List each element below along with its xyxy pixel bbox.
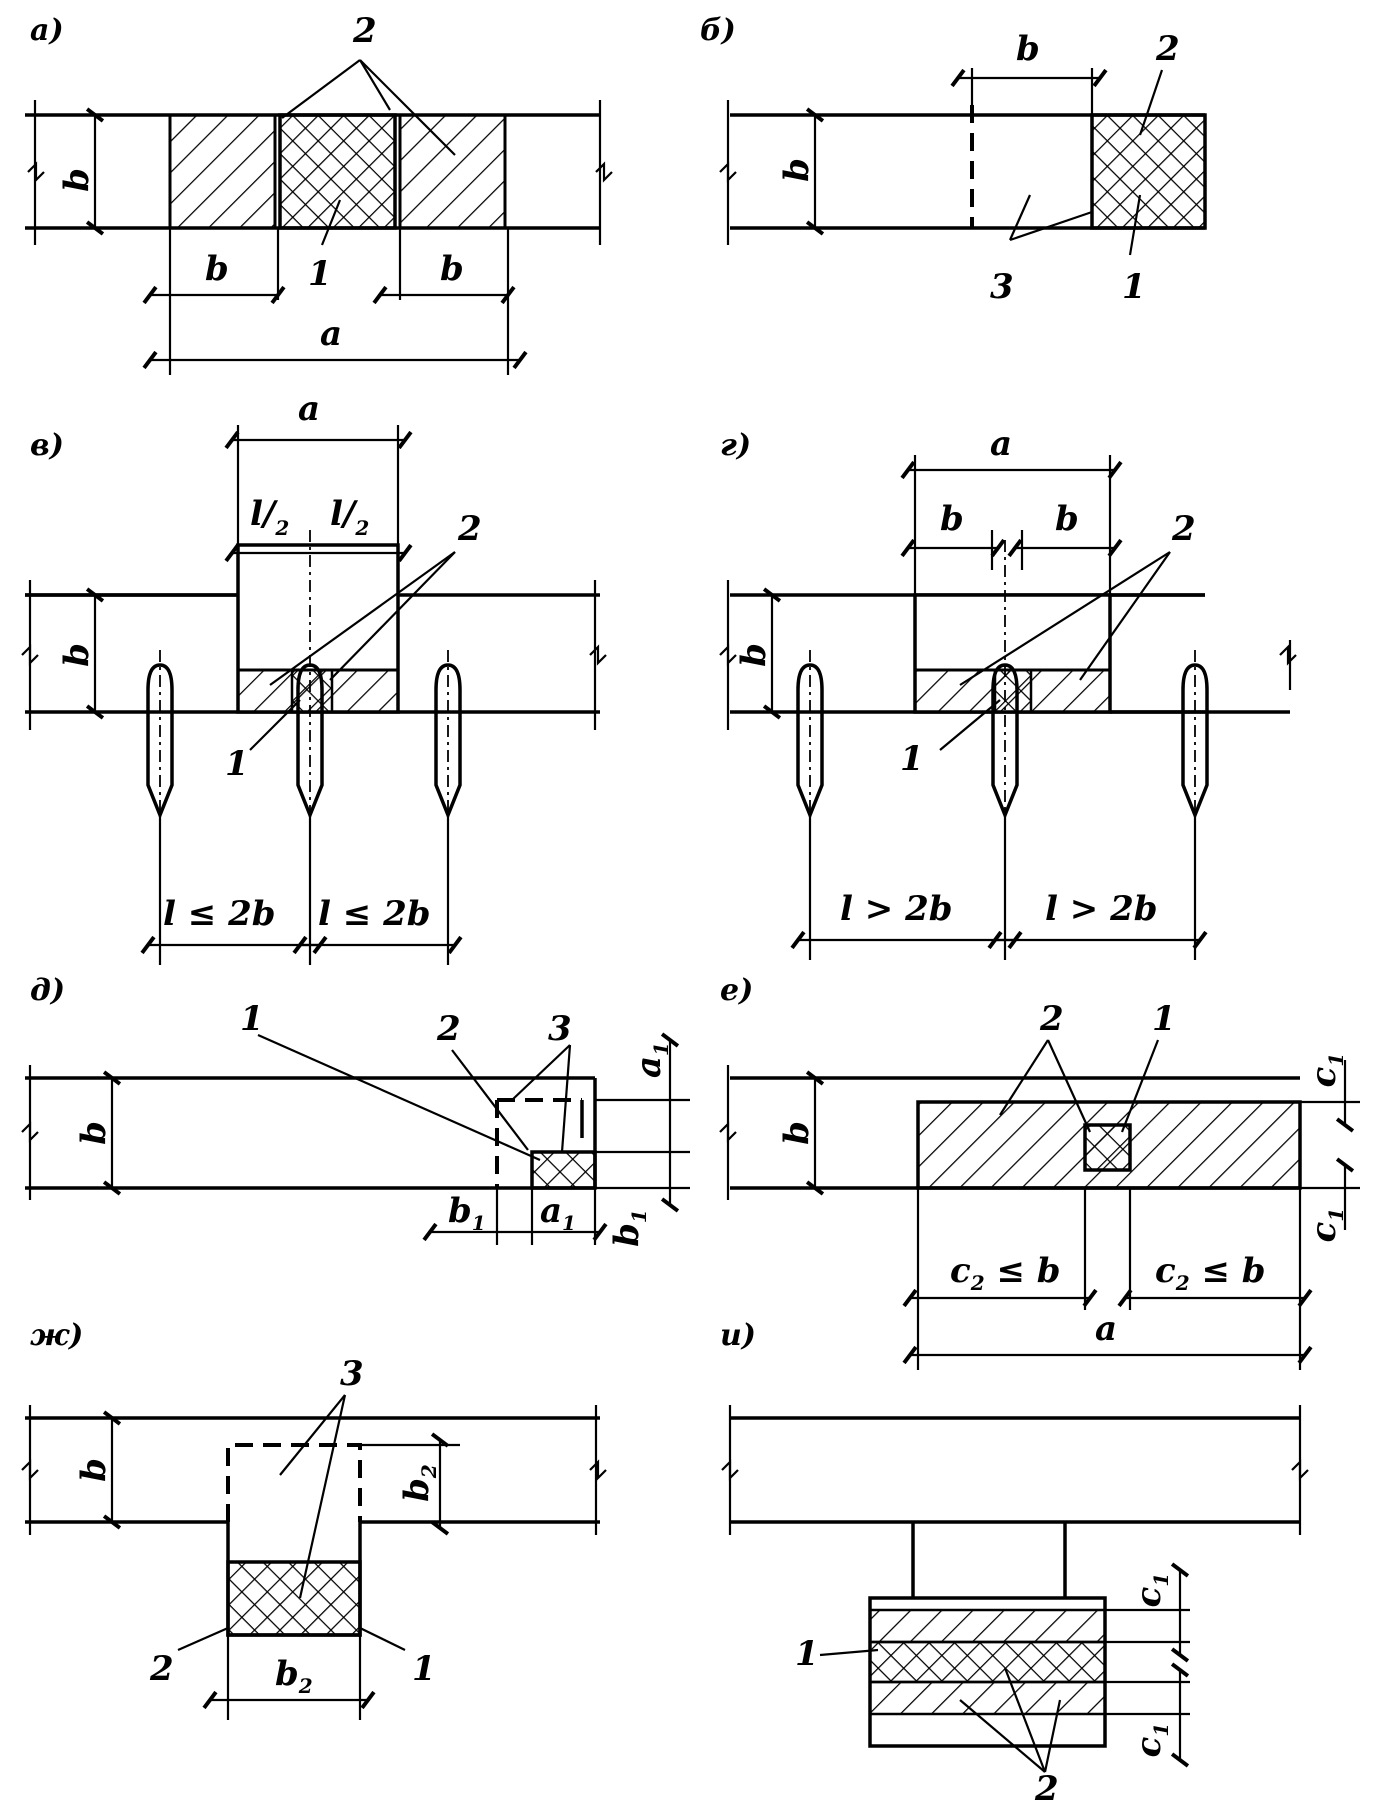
dim-b: b [205, 249, 229, 289]
column [434, 650, 462, 820]
dim-a1: a1 [540, 1191, 576, 1235]
label-2: 2 [436, 1009, 461, 1049]
dim-b2: b2 [275, 1654, 313, 1698]
dim-a1: a1 [629, 1042, 673, 1078]
panel-title: а) [30, 13, 64, 48]
panel-v: в) b a l/2 l [21, 389, 607, 965]
dim-c1: c1 [1129, 1723, 1173, 1758]
dim-b: b [1016, 29, 1040, 69]
dim-b: b [734, 643, 774, 667]
hatched-zone [398, 113, 507, 230]
dim-a: a [320, 314, 342, 354]
label-1: 1 [240, 999, 264, 1039]
label-1: 1 [900, 739, 924, 779]
label-2: 2 [352, 11, 377, 51]
crosshatched-zone [1083, 1123, 1132, 1172]
crosshatched-zone [278, 113, 397, 230]
panel-title: е) [720, 973, 753, 1008]
label-3: 3 [340, 1354, 364, 1394]
dim-b: b [57, 643, 97, 667]
dim-half: l/2 [250, 494, 289, 540]
dim-b2: b2 [397, 1464, 441, 1502]
dim-b: b [1055, 499, 1079, 539]
label-3: 3 [548, 1009, 572, 1049]
dim-spacing: l ≤ 2b [318, 894, 431, 934]
panel-title: б) [700, 13, 736, 48]
label-2: 2 [1034, 1769, 1059, 1800]
panel-zh: ж) b b2 b2 3 2 1 [21, 1318, 607, 1720]
dim-b: b [74, 1458, 114, 1482]
panel-title: в) [30, 428, 64, 463]
panel-title: г) [720, 428, 751, 463]
crosshatched-zone [993, 668, 1033, 714]
dim-half: l/2 [330, 494, 369, 540]
label-1: 1 [225, 744, 249, 784]
label-1: 1 [1122, 267, 1146, 307]
dim-spacing: l ≤ 2b [163, 894, 276, 934]
label-1: 1 [308, 254, 332, 294]
column [1181, 650, 1209, 820]
dim-b: b [777, 158, 817, 182]
dim-a: a [990, 424, 1012, 464]
hatched-zone [868, 1608, 1107, 1644]
label-3: 3 [990, 267, 1014, 307]
dim-c1: c1 [1304, 1208, 1348, 1243]
column [991, 540, 1019, 820]
dim-b: b [440, 249, 464, 289]
dim-spacing: l > 2b [840, 889, 953, 929]
column [146, 650, 174, 820]
column [296, 530, 324, 820]
panel-title: ж) [30, 1318, 83, 1353]
label-1: 1 [795, 1634, 819, 1674]
dim-c2: c2 ≤ b [950, 1251, 1061, 1295]
label-1: 1 [1152, 999, 1176, 1039]
crosshatched-zone [1090, 113, 1207, 230]
dim-c1: c1 [1129, 1573, 1173, 1608]
panel-title: и) [720, 1318, 756, 1353]
panel-title: д) [30, 973, 65, 1008]
dim-b: b [777, 1121, 817, 1145]
dim-b1: b1 [448, 1191, 486, 1235]
hatched-zone [868, 1680, 1107, 1716]
label-2: 2 [457, 509, 482, 549]
label-2: 2 [1039, 999, 1064, 1039]
label-2: 2 [1171, 509, 1196, 549]
label-2: 2 [149, 1649, 174, 1689]
dim-c2: c2 ≤ b [1155, 1251, 1266, 1295]
crosshatched-zone [530, 1150, 597, 1190]
panel-b: б) b b 2 3 1 [700, 13, 1207, 307]
dim-a: a [1095, 1309, 1117, 1349]
hatched-zone [168, 113, 277, 230]
dim-spacing: l > 2b [1045, 889, 1158, 929]
dim-b: b [940, 499, 964, 539]
panel-a: а) b 2 1 b b a [25, 11, 613, 375]
panel-d: д) b a1 b1 b1 a1 1 2 3 [21, 973, 690, 1247]
crosshatched-zone [226, 1560, 362, 1637]
dim-b: b [74, 1121, 114, 1145]
dim-b: b [57, 168, 97, 192]
crosshatched-zone [868, 1640, 1107, 1684]
label-1: 1 [412, 1649, 436, 1689]
panel-g: г) b a b [719, 424, 1297, 960]
dim-c1: c1 [1304, 1053, 1348, 1088]
column [796, 650, 824, 820]
panel-i: и) c1 c1 1 2 [720, 1318, 1309, 1800]
panel-e: е) b c1 c1 c2 ≤ b c2 ≤ b a 2 1 [719, 973, 1360, 1370]
dim-b1: b1 [607, 1209, 651, 1247]
label-2: 2 [1155, 29, 1180, 69]
dim-a: a [298, 389, 320, 429]
